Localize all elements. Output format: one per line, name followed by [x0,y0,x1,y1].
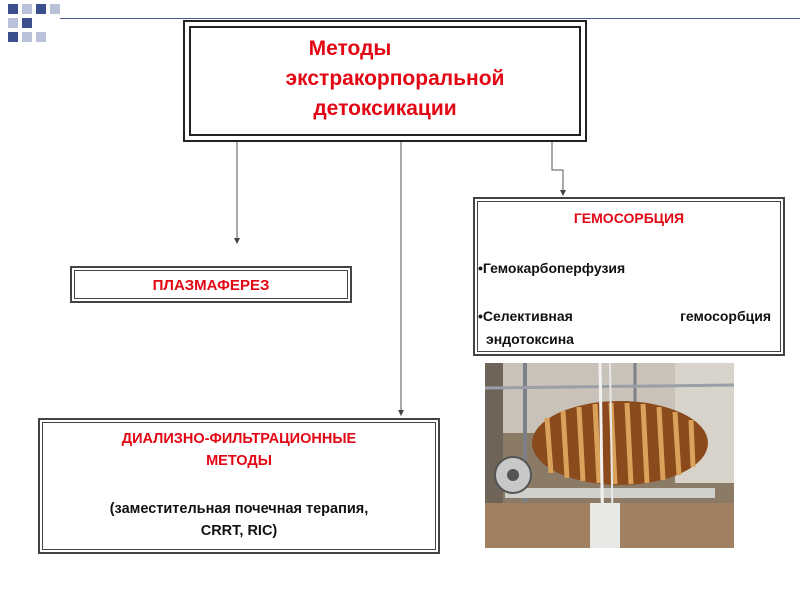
title-line-2: экстракорпоральной [285,67,505,90]
dialysis-line-1: ДИАЛИЗНО-ФИЛЬТРАЦИОННЫЕ [121,431,357,447]
dialysis-line-2: МЕТОДЫ [206,453,272,469]
plasmapheresis-label: ПЛАЗМАФЕРЕЗ [152,277,270,294]
title-line-1: Методы [308,37,392,60]
bullet-icon: • [478,308,483,324]
hemosorption-box: ГЕМОСОРБЦИЯ •Гемокарбоперфузия •Селектив… [473,197,785,356]
hemosorption-title: ГЕМОСОРБЦИЯ [573,210,685,226]
hemo-item-2-text-2: эндотоксина [486,331,574,347]
hemo-item-1-text: Гемокарбоперфузия [482,260,626,276]
title-line-3: детоксикации [313,97,457,120]
bullet-icon: • [478,260,483,276]
dialysis-box: ДИАЛИЗНО-ФИЛЬТРАЦИОННЫЕ МЕТОДЫ (заместит… [38,418,440,554]
dialysis-sub-line-1: (заместительная почечная терапия, [109,501,369,517]
arrow-to-hemosorption [551,141,566,196]
hemosorption-item-1: •Гемокарбоперфузия [478,257,771,280]
wooden-drum [532,401,708,485]
hemosorption-device-photo [485,363,734,548]
plasmapheresis-box: ПЛАЗМАФЕРЕЗ [70,266,352,303]
dialysis-sub-line-2: CRRT, RIC) [200,523,278,539]
header-rule [60,18,800,19]
hemo-item-2-text-1: Селективная гемосорбция [482,308,771,324]
page-title: Методы экстракорпоральной детоксикации [185,34,585,124]
dialysis-subtitle: (заместительная почечная терапия, CRRT, … [40,498,438,542]
title-box: Методы экстракорпоральной детоксикации [183,20,587,142]
dialysis-title: ДИАЛИЗНО-ФИЛЬТРАЦИОННЫЕ МЕТОДЫ [40,428,438,472]
hemosorption-item-2: •Селективная гемосорбция эндотоксина [478,305,771,351]
corner-decoration [0,0,80,60]
